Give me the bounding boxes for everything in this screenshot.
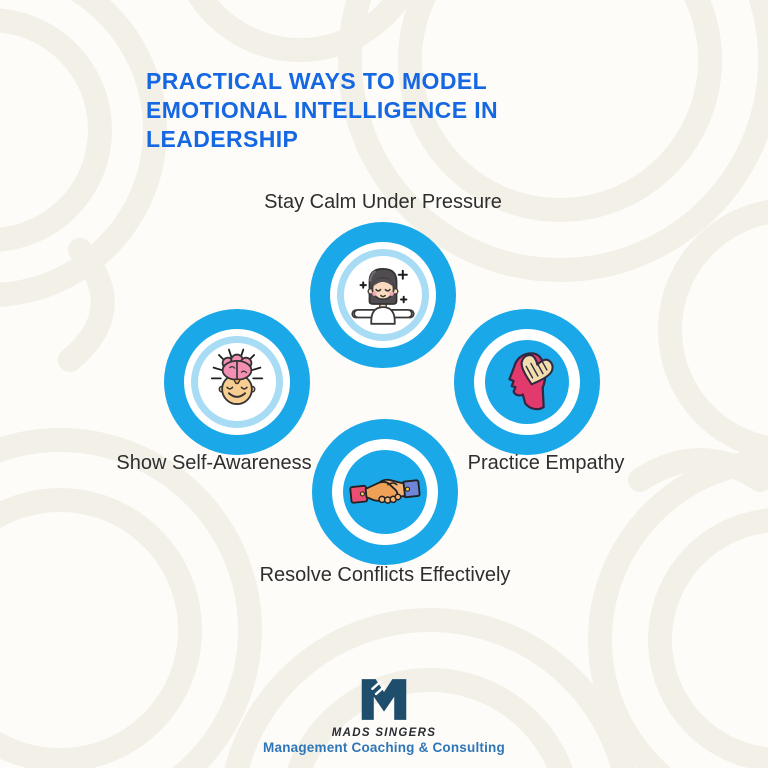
meditating-woman-icon xyxy=(351,267,415,325)
brand-name: MADS SINGERS xyxy=(331,727,437,739)
node-center xyxy=(485,340,569,424)
node-center xyxy=(343,450,427,534)
node-white-ring xyxy=(332,439,438,545)
brain-head-icon xyxy=(210,348,264,405)
brand-tagline: Management Coaching & Consulting xyxy=(263,740,505,755)
node-empathy xyxy=(454,309,600,455)
handshake-icon xyxy=(349,478,421,504)
node-stay-calm xyxy=(310,222,456,368)
label-empathy: Practice Empathy xyxy=(467,452,625,474)
label-stay-calm: Stay Calm Under Pressure xyxy=(264,191,502,213)
brand-footer: MADS SINGERS Management Coaching & Consu… xyxy=(0,676,768,755)
label-self-awareness: Show Self-Awareness xyxy=(116,452,312,474)
node-white-ring xyxy=(184,329,290,435)
node-white-ring xyxy=(474,329,580,435)
node-self-awareness xyxy=(164,309,310,455)
node-white-ring xyxy=(330,242,436,348)
head-heart-hands-icon xyxy=(508,352,554,411)
node-center xyxy=(198,343,276,421)
page-title: Practical Ways to Model Emotional Intell… xyxy=(146,68,499,152)
label-resolve-conflicts: Resolve Conflicts Effectively xyxy=(259,564,511,586)
node-center xyxy=(344,256,422,334)
node-resolve-conflicts xyxy=(312,419,458,565)
m-handshake-logo xyxy=(361,679,407,720)
